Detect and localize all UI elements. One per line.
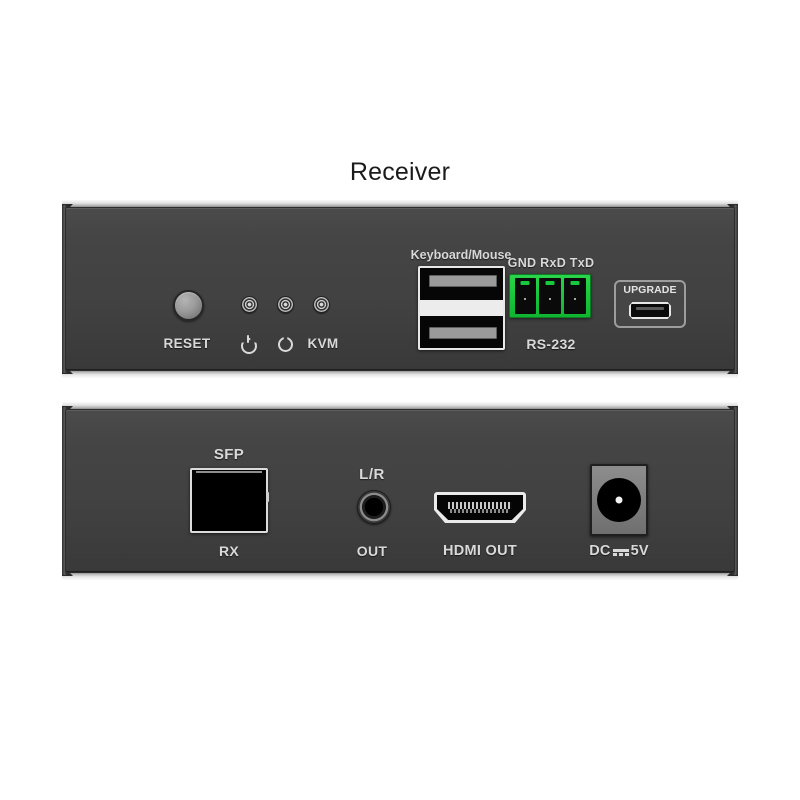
front-panel-right-rail — [733, 205, 738, 373]
rs232-label: RS-232 — [526, 336, 576, 352]
dc-barrel — [597, 478, 641, 522]
dc-barrel-jack-icon[interactable] — [590, 464, 648, 536]
back-panel-face: SFP RX L/R OUT HDMI OUT DC 5V — [65, 409, 735, 573]
sfp-rx-label: RX — [218, 543, 240, 559]
front-panel-left-rail — [62, 205, 67, 373]
dc-prefix-label: DC — [589, 543, 611, 559]
audio-jack-icon[interactable] — [357, 490, 391, 524]
upgrade-label: UPGRADE — [623, 284, 677, 296]
back-panel-right-rail — [733, 407, 738, 575]
sfp-label: SFP — [213, 446, 245, 463]
rs232-pin-rxd[interactable] — [539, 278, 561, 314]
usb-dual-port-icon[interactable] — [418, 266, 505, 350]
link-led-indicator — [277, 296, 294, 313]
back-panel-top-bezel — [62, 402, 738, 410]
link-icon — [270, 334, 298, 355]
back-panel: SFP RX L/R OUT HDMI OUT DC 5V — [62, 402, 738, 580]
reset-button[interactable] — [173, 290, 204, 321]
power-led-indicator — [241, 296, 258, 313]
dc-center-pin — [615, 496, 623, 504]
rs232-pin-labels: GND RxD TxD — [507, 256, 595, 270]
hdmi-port-icon[interactable] — [434, 492, 526, 523]
micro-usb-icon[interactable] — [629, 302, 671, 319]
reset-label: RESET — [163, 336, 211, 351]
audio-lr-label: L/R — [359, 466, 385, 483]
audio-out-label: OUT — [356, 543, 388, 559]
dc-power-label: DC 5V — [572, 543, 666, 559]
rs232-pin-txd[interactable] — [563, 278, 586, 314]
front-panel-bottom-bezel — [62, 370, 738, 378]
hdmi-pins-lower — [450, 509, 510, 513]
front-panel-face: RESET KVM Keyboard/Mouse GND RxD TxD RS-… — [65, 207, 735, 371]
keyboard-mouse-label: Keyboard/Mouse — [410, 248, 512, 262]
front-panel: RESET KVM Keyboard/Mouse GND RxD TxD RS-… — [62, 200, 738, 378]
dc-suffix-label: 5V — [630, 543, 649, 559]
phoenix-terminal-icon[interactable] — [509, 274, 591, 318]
hdmi-out-label: HDMI OUT — [442, 543, 518, 559]
hdmi-pins-upper — [448, 502, 512, 509]
kvm-label: KVM — [307, 336, 339, 351]
rs232-pin-gnd[interactable] — [514, 278, 537, 314]
page-title: Receiver — [349, 158, 451, 186]
usb-port-lower[interactable] — [420, 316, 503, 348]
sfp-cage-icon[interactable] — [190, 468, 269, 533]
usb-port-upper[interactable] — [420, 268, 503, 300]
kvm-led-indicator — [313, 296, 330, 313]
dc-symbol-icon — [612, 545, 629, 557]
front-panel-top-bezel — [62, 200, 738, 208]
back-panel-bottom-bezel — [62, 572, 738, 580]
usb-port-divider — [420, 300, 503, 316]
power-icon — [234, 334, 262, 355]
back-panel-left-rail — [62, 407, 67, 575]
upgrade-port-outline — [614, 280, 686, 328]
